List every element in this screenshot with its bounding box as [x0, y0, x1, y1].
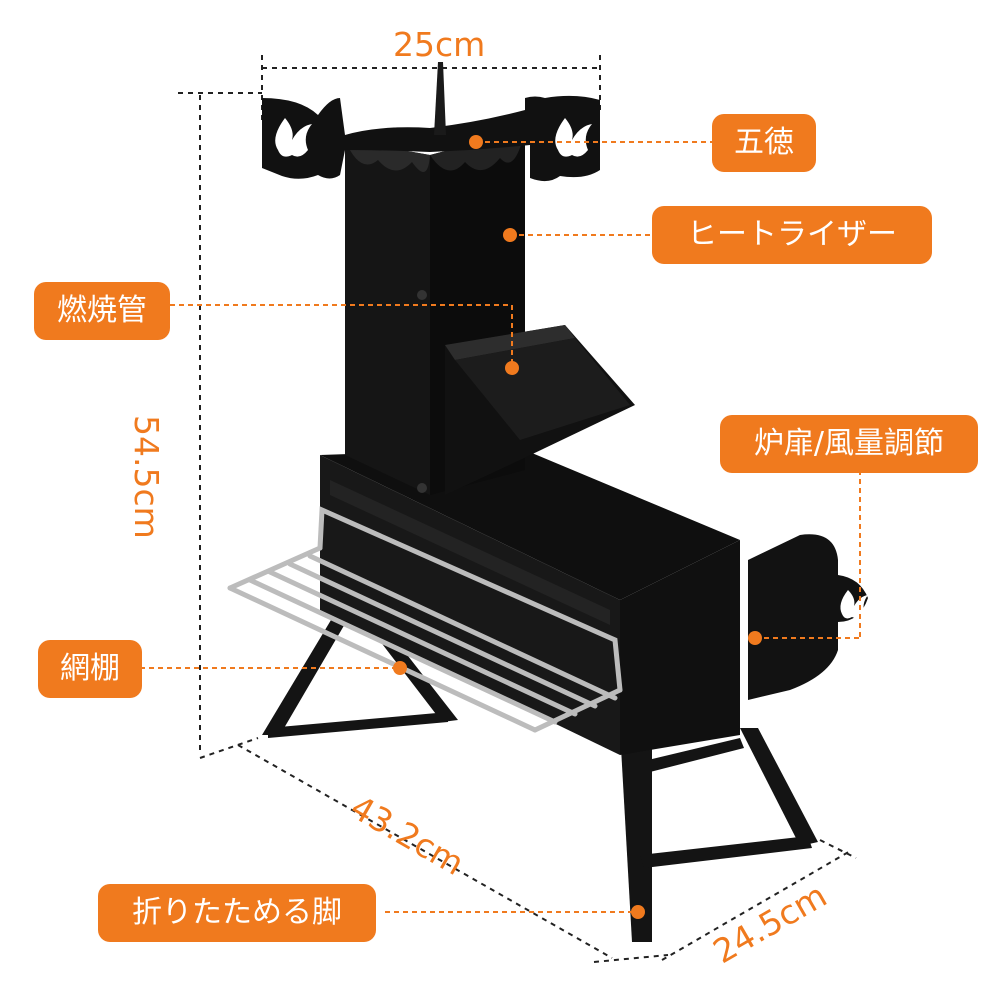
- flame-emblem-icon: [275, 118, 868, 619]
- feed-tube-graphic: [445, 325, 635, 495]
- label-damper: 炉扉/風量調節: [720, 415, 978, 473]
- label-heat-riser: ヒートライザー: [652, 206, 932, 264]
- leader-dots: [393, 135, 762, 919]
- wire-rack-graphic: [227, 506, 623, 733]
- folding-legs-graphic: [262, 605, 818, 942]
- label-combustion-tube: 燃焼管: [34, 282, 170, 340]
- pot-support-graphic: [262, 62, 600, 182]
- damper-door-graphic: [748, 534, 868, 700]
- dimension-lines: [178, 55, 857, 963]
- leader-lines: [140, 141, 861, 913]
- dim-top-width: 25cm: [393, 25, 486, 64]
- label-pot-support: 五徳: [712, 114, 816, 172]
- label-folding-legs: 折りたためる脚: [98, 884, 376, 942]
- label-rack: 網棚: [38, 640, 142, 698]
- dim-height: 54.5cm: [127, 415, 166, 539]
